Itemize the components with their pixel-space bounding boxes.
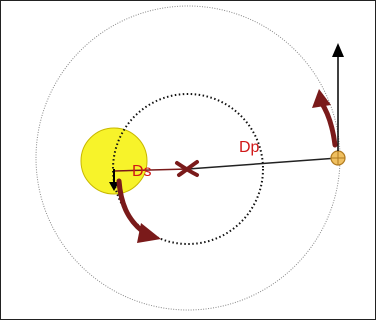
- star-motion-curved-arrow-icon: [116, 178, 161, 243]
- planet: [330, 150, 346, 166]
- barycenter-mark-icon: [175, 160, 199, 177]
- barycenter-to-planet-line: [187, 157, 339, 170]
- star-to-barycenter-line: [113, 168, 189, 172]
- star-orbit: [112, 93, 264, 245]
- dp-label: Dp: [239, 139, 260, 156]
- star: [80, 127, 148, 195]
- star-velocity-arrow-icon: [109, 169, 119, 191]
- planet-motion-curved-arrow-icon: [312, 89, 338, 148]
- planet-velocity-arrow-icon: [332, 43, 344, 151]
- ds-label: Ds: [132, 163, 152, 180]
